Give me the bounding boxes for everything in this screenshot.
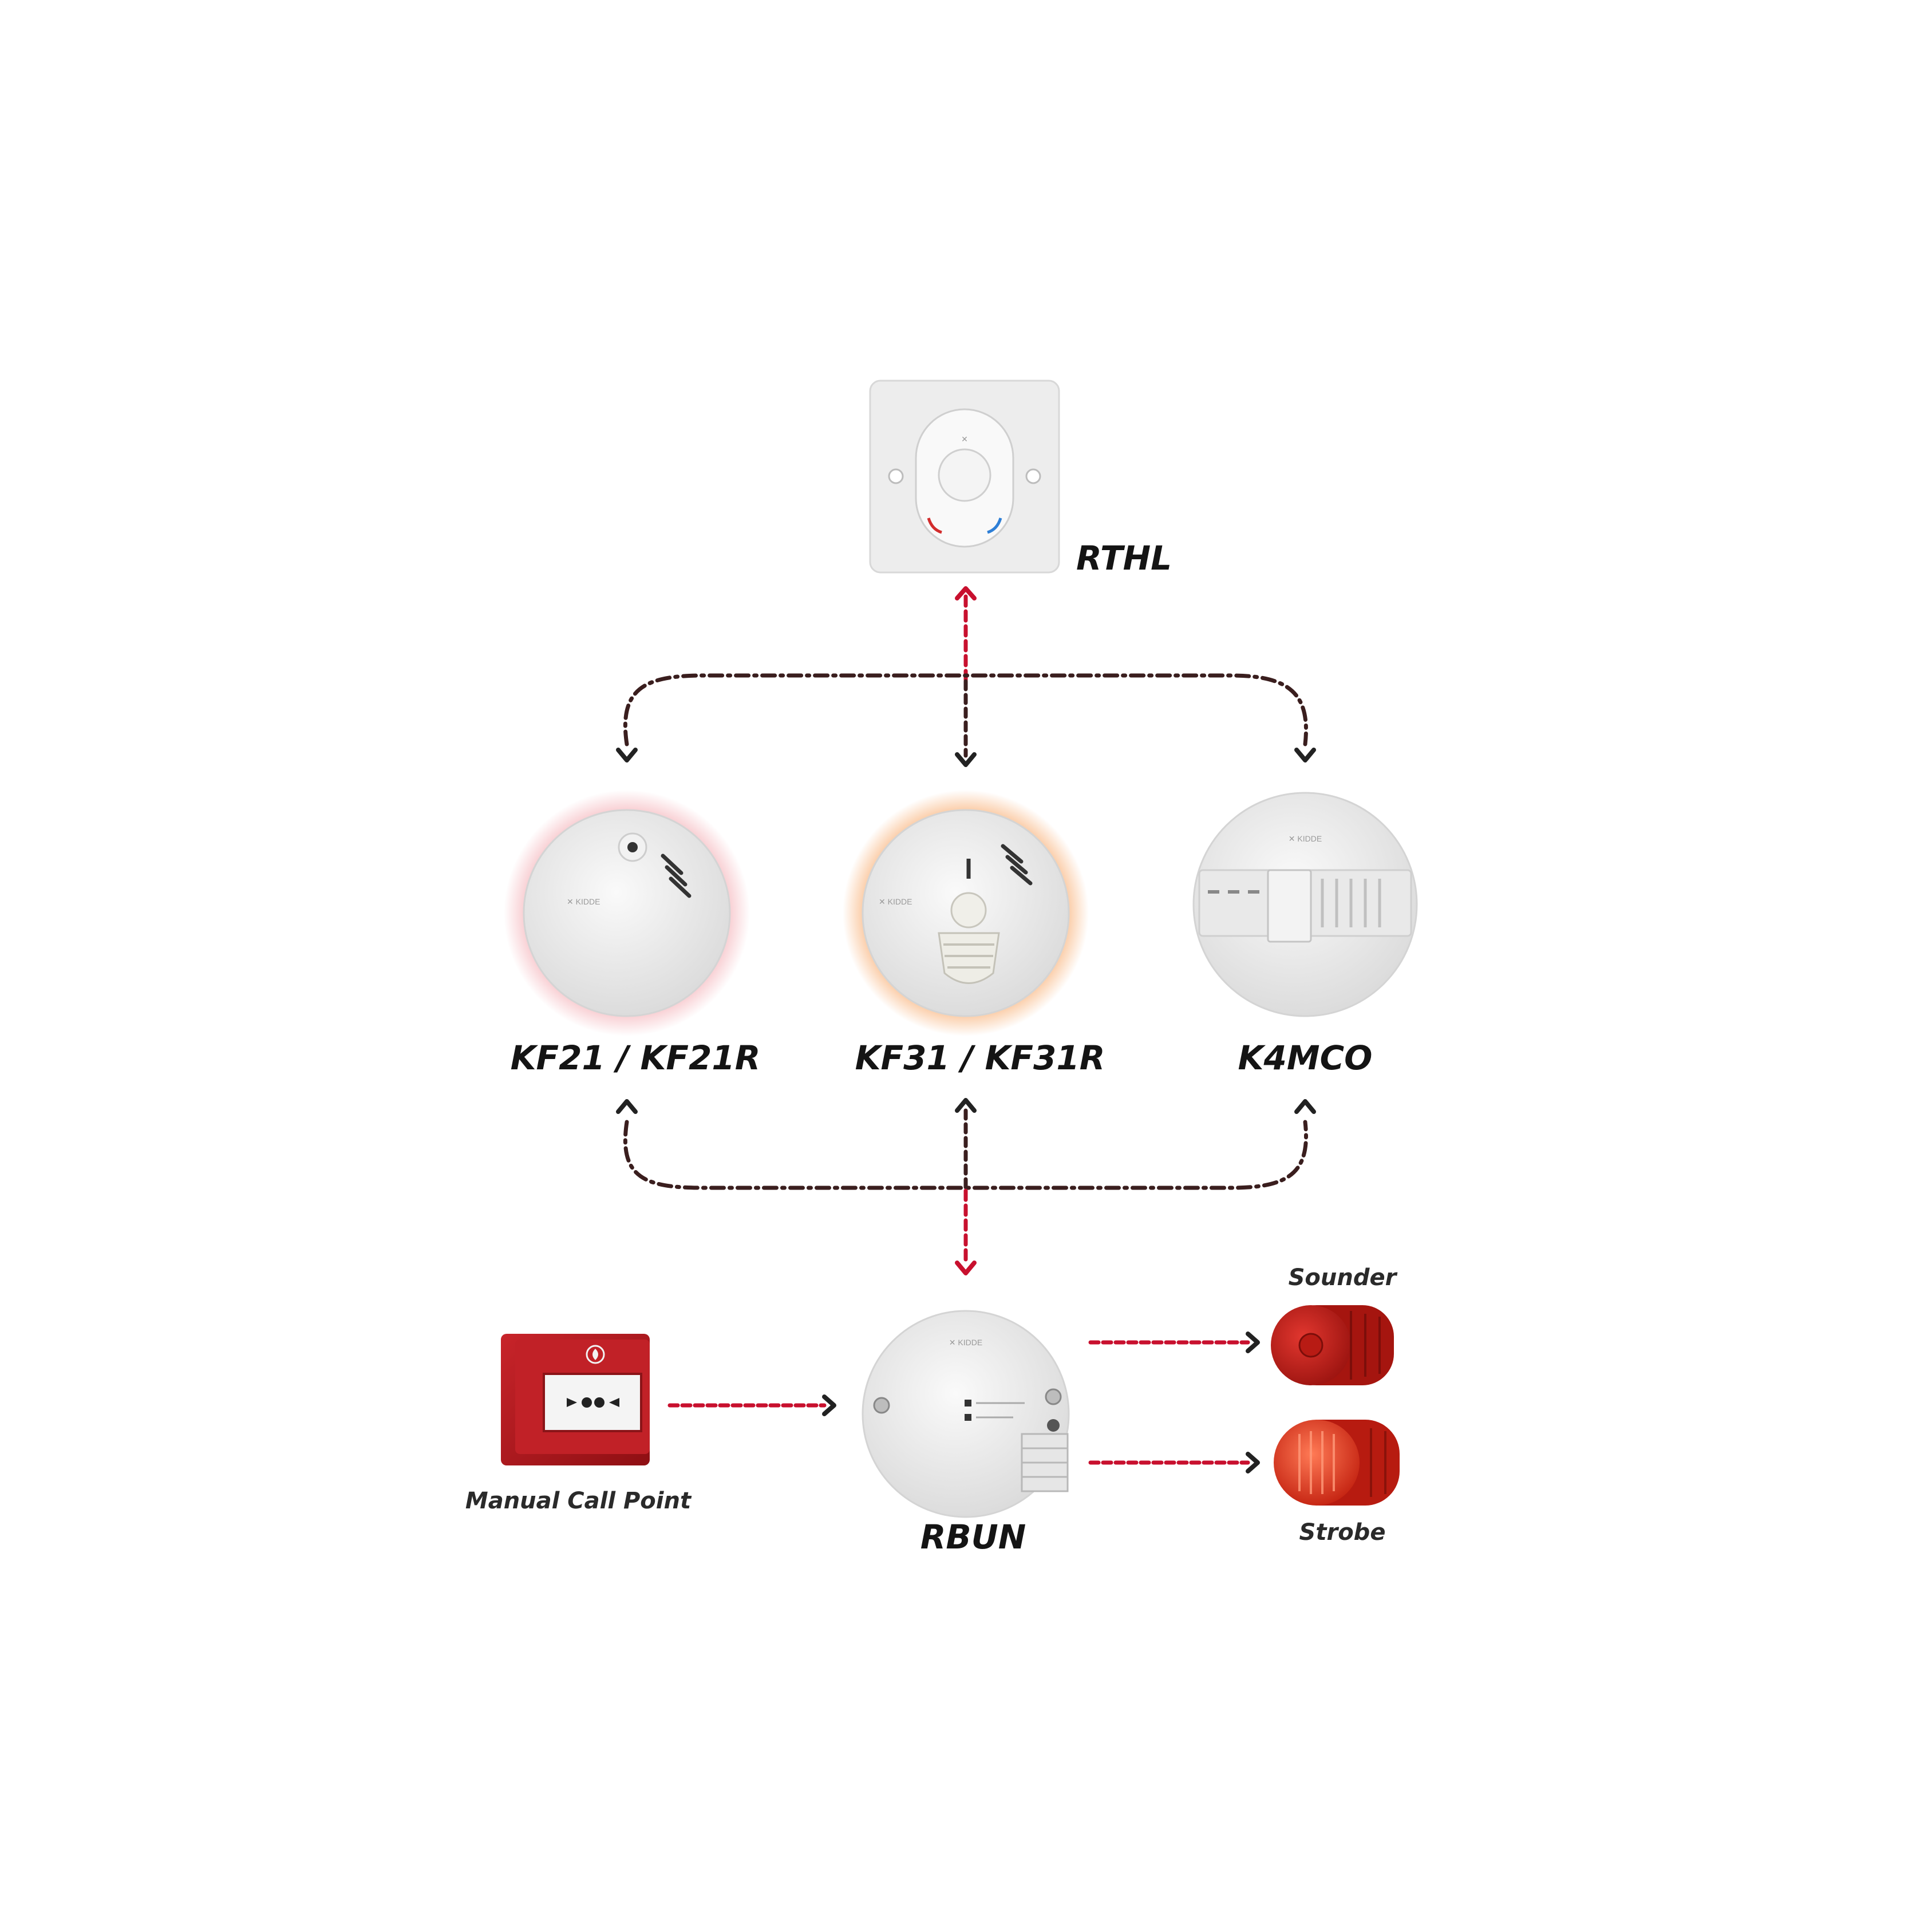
kf31-heat-sensor-cage (938, 932, 1000, 984)
arrow-up-rthl (955, 586, 977, 600)
device-sounder (1271, 1305, 1394, 1385)
device-k4mco: ✕ KIDDE (1192, 792, 1418, 1017)
arrow-up-k4mco (1294, 1099, 1316, 1114)
device-manual-call-point (501, 1334, 650, 1465)
label-sounder: Sounder (1289, 1265, 1398, 1291)
arrow-right-strobe (1246, 1452, 1260, 1473)
label-strobe: Strobe (1299, 1519, 1386, 1546)
arrow-down-k4mco (1294, 748, 1316, 762)
kf21-vent-icon (661, 854, 692, 898)
kf31-test-button (950, 892, 987, 929)
arrows-in-icon (567, 1397, 619, 1408)
device-strobe (1274, 1420, 1400, 1506)
kf31-vent-icon (1001, 844, 1033, 886)
arrow-down-rbun (955, 1261, 977, 1275)
kf31-brand-mark: ✕ KIDDE (879, 897, 912, 906)
device-kf21: ✕ KIDDE (504, 790, 750, 1036)
rthl-logo-mark: ✕ (961, 434, 968, 444)
arrow-up-kf31 (955, 1098, 977, 1113)
label-kf21: KF21 / KF21R (511, 1038, 761, 1077)
device-rbun: ✕ KIDDE (862, 1310, 1070, 1518)
arrow-up-kf21 (616, 1099, 638, 1114)
arrow-down-kf31 (955, 752, 977, 767)
arrow-down-kf21 (616, 748, 638, 762)
connection-lines (623, 594, 1308, 1465)
device-rthl: ✕ (869, 380, 1060, 574)
label-rbun: RBUN (920, 1518, 1026, 1556)
arrow-right-sounder (1246, 1332, 1260, 1353)
label-rthl: RTHL (1076, 539, 1172, 578)
k4mco-brand-mark: ✕ KIDDE (1289, 834, 1322, 843)
arrow-right-rbun (822, 1394, 836, 1416)
rbun-brand-mark: ✕ KIDDE (949, 1338, 982, 1347)
label-kf31: KF31 / KF31R (855, 1038, 1105, 1077)
label-manual-call-point: Manual Call Point (465, 1488, 692, 1514)
device-kf31: ✕ KIDDE (843, 790, 1089, 1036)
flame-icon (586, 1345, 605, 1364)
kf21-brand-mark: ✕ KIDDE (567, 897, 600, 906)
arrow-heads (616, 586, 1316, 1473)
label-k4mco: K4MCO (1238, 1038, 1373, 1077)
link-hub-upper (623, 673, 1308, 746)
